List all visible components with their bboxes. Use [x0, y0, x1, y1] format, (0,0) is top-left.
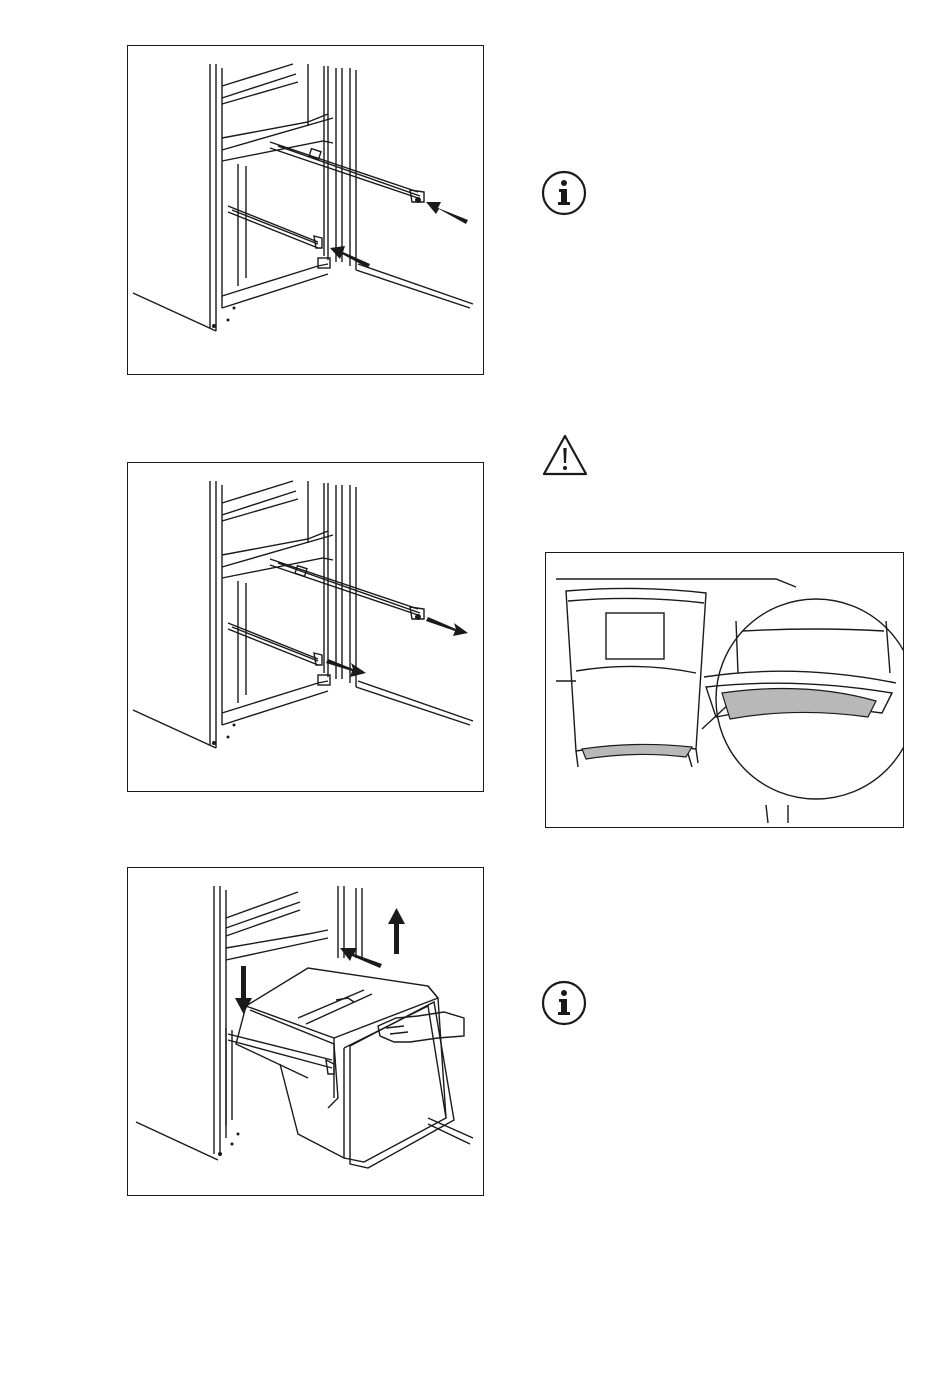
warning-icon [541, 433, 589, 477]
figure-rails-push-in [127, 45, 484, 375]
info-icon [541, 980, 587, 1026]
illustration-rails-push-in [128, 46, 483, 374]
illustration-drawer-insert [128, 868, 483, 1195]
illustration-rails-pull-out [128, 463, 483, 791]
figure-drawer-insert [127, 867, 484, 1196]
figure-drawer-front-detail [545, 552, 904, 828]
info-icon [541, 170, 587, 216]
figure-rails-pull-out [127, 462, 484, 792]
illustration-drawer-front-detail [546, 553, 903, 827]
